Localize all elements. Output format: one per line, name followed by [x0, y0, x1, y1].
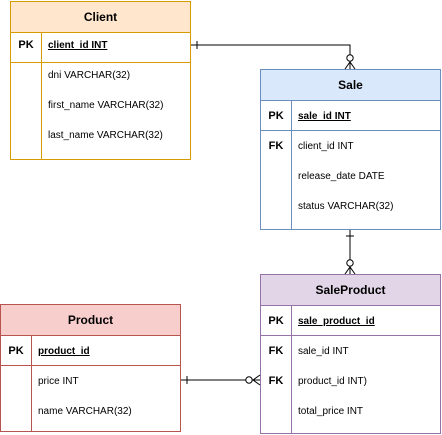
saleproduct-pk-label: PK: [268, 315, 284, 327]
product-pk-field: product_id: [38, 346, 90, 357]
client-field: first_name VARCHAR(32): [48, 100, 164, 111]
client-pk-field: client_id INT: [48, 40, 108, 51]
client-pk-label: PK: [18, 39, 34, 51]
saleproduct-table[interactable]: SaleProduct PK sale_product_id FK sale_i…: [260, 274, 441, 434]
saleproduct-many-marker: [344, 266, 356, 275]
product-field: price INT: [38, 376, 79, 387]
saleproduct-key-divider: [291, 305, 292, 434]
saleproduct-field: sale_id INT: [298, 346, 349, 357]
client-table-title: Client: [11, 2, 190, 33]
client-sale-relationship[interactable]: [191, 41, 356, 70]
sale-table-title: Sale: [261, 70, 440, 101]
sale-key-divider: [291, 100, 292, 230]
product-table[interactable]: Product PK product_id price INT name VAR…: [0, 304, 181, 432]
client-sale-line: [191, 44, 351, 69]
saleproduct-zero-marker: [346, 259, 354, 267]
saleproduct-field: total_price INT: [298, 406, 364, 417]
client-field: last_name VARCHAR(32): [48, 130, 163, 141]
saleproduct-section-divider: [261, 335, 440, 336]
sale-saleproduct-relationship[interactable]: [344, 230, 356, 275]
saleproduct-zero-marker: [245, 376, 253, 384]
sale-pk-field: sale_id INT: [298, 111, 351, 122]
sale-fk-label: FK: [268, 140, 284, 152]
saleproduct-field: product_id INT): [298, 376, 367, 387]
sale-field: client_id INT: [298, 141, 354, 152]
client-table[interactable]: Client PK client_id INT dni VARCHAR(32) …: [10, 1, 191, 160]
sale-pk-label: PK: [268, 110, 284, 122]
product-pk-label: PK: [8, 345, 24, 357]
product-key-divider: [31, 335, 32, 432]
sale-many-marker: [344, 61, 356, 70]
saleproduct-many-marker: [252, 374, 261, 386]
saleproduct-pk-field: sale_product_id: [298, 316, 375, 327]
product-saleproduct-relationship[interactable]: [181, 374, 261, 386]
client-key-divider: [41, 32, 42, 160]
sale-zero-marker: [346, 54, 354, 62]
sale-field: release_date DATE: [298, 171, 385, 182]
product-table-title: Product: [1, 305, 180, 336]
saleproduct-fk-label: FK: [268, 375, 284, 387]
product-field: name VARCHAR(32): [38, 406, 132, 417]
client-field: dni VARCHAR(32): [48, 70, 131, 81]
saleproduct-fk-label: FK: [268, 345, 284, 357]
product-section-divider: [1, 365, 180, 366]
saleproduct-table-title: SaleProduct: [261, 275, 440, 306]
client-section-divider: [11, 62, 190, 63]
sale-section-divider: [261, 130, 440, 131]
sale-table[interactable]: Sale PK sale_id INT FK client_id INT rel…: [260, 69, 441, 230]
sale-field: status VARCHAR(32): [298, 201, 394, 212]
